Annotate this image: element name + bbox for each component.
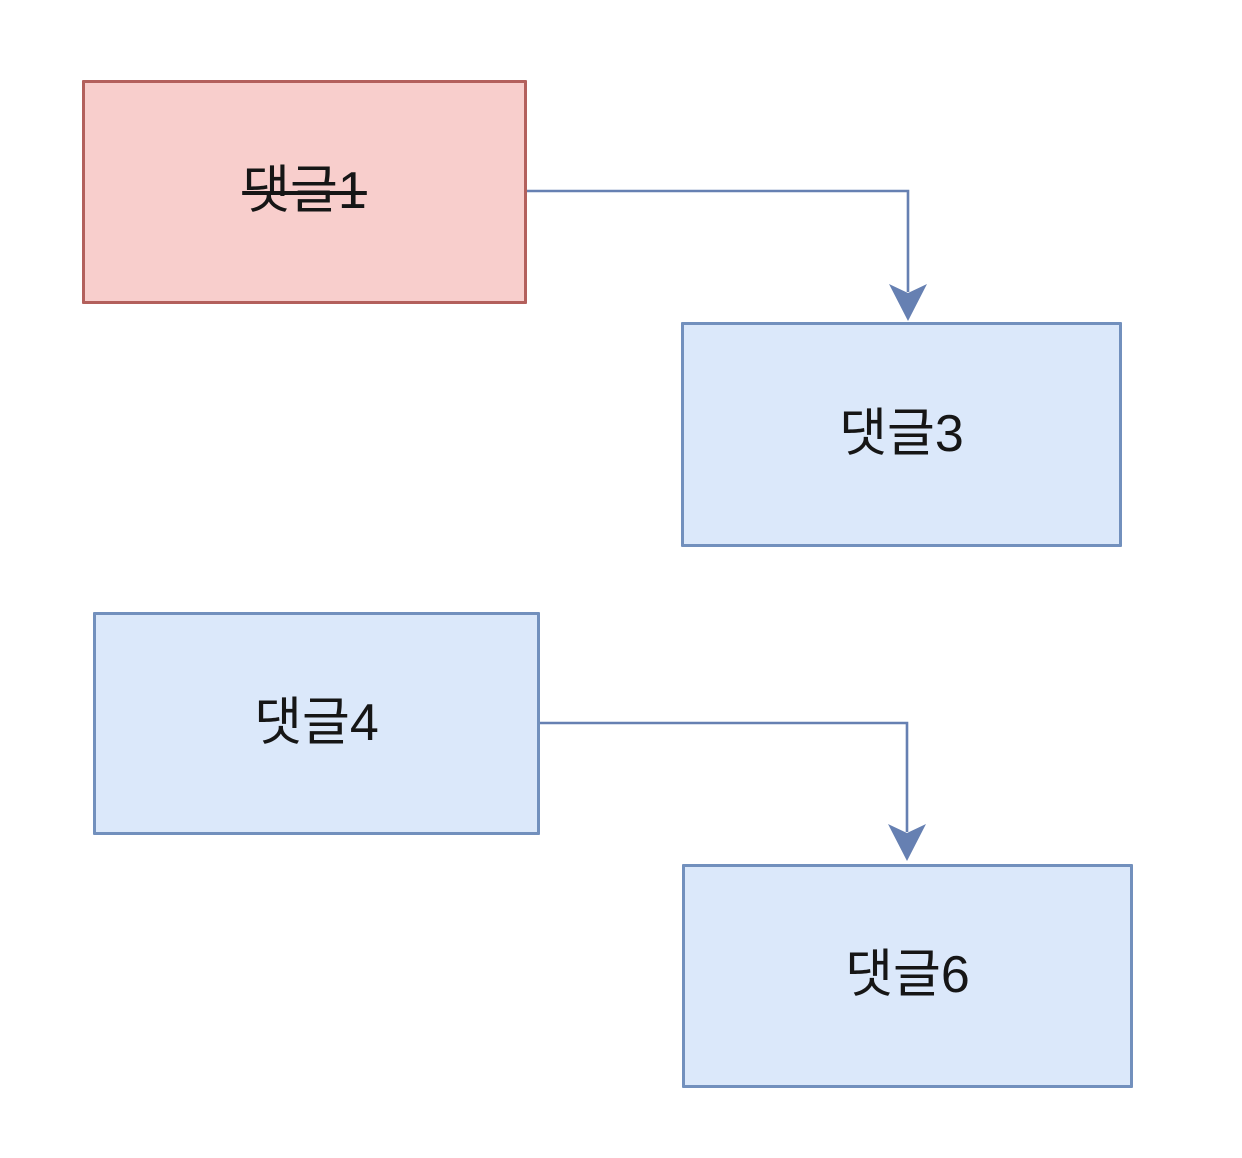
arrowhead-down-icon (888, 824, 926, 861)
edge-comment1-comment3 (527, 189, 927, 321)
edge-comment4-comment6 (540, 721, 926, 861)
node-comment4: 댓글4 (93, 612, 540, 835)
node-comment1: 댓글1 (82, 80, 527, 304)
node-comment4-label: 댓글4 (254, 693, 379, 752)
node-comment3: 댓글3 (681, 322, 1122, 547)
edge-comment1-comment3-line (527, 189, 910, 292)
edge-comment4-comment6-line (540, 721, 909, 832)
node-comment1-label: 댓글1 (242, 162, 367, 221)
node-comment3-label: 댓글3 (839, 404, 964, 463)
node-comment6-label: 댓글6 (845, 946, 970, 1005)
node-comment6: 댓글6 (682, 864, 1133, 1088)
arrowhead-down-icon (889, 284, 927, 321)
